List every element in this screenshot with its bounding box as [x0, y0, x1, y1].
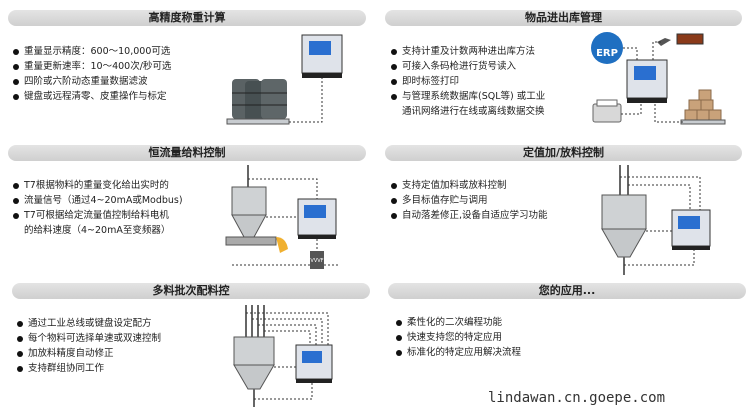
feeder-diagram: VVVF — [225, 165, 338, 269]
fixed-dosing-list: 支持定值加料或放料控制 多目标值存贮与调用 自动落差修正,设备自适应学习功能 — [390, 178, 548, 223]
constant-flow-list: T7根据物料的重量变化给出实时的 流量信号（通过4~20mA或Modbus) T… — [12, 178, 183, 238]
list-item: 通过工业总线或键盘设定配方 — [16, 316, 161, 331]
list-item: 即时标签打印 — [390, 74, 545, 89]
list-item: T7可根据给定流量值控制给料电机 — [12, 208, 183, 223]
batching-list: 通过工业总线或键盘设定配方 每个物料可选择单速或双速控制 加放料精度自动修正 支… — [16, 316, 161, 376]
list-item: 支持计重及计数两种进出库方法 — [390, 44, 545, 59]
batching-diagram — [233, 305, 333, 407]
svg-text:ERP: ERP — [596, 48, 618, 59]
list-item: 支持定值加料或放料控制 — [390, 178, 548, 193]
barcode-scanner-icon — [657, 38, 671, 46]
panel-title-batching: 多料批次配料控 — [12, 283, 370, 299]
precision-weighing-list: 重量显示精度：600～10,000可选 重量更新速率：10～400次/秒可选 四… — [12, 44, 171, 104]
screw-conveyor-icon — [225, 236, 277, 246]
hopper-icon — [231, 186, 267, 238]
panel-title-constant-flow: 恒流量给料控制 — [8, 145, 366, 161]
list-item: T7根据物料的重量变化给出实时的 — [12, 178, 183, 193]
list-item: 快速支持您的特定应用 — [395, 330, 521, 345]
material-icon — [276, 237, 288, 253]
scale-platform-icon — [226, 118, 290, 125]
list-item: 重量显示精度：600～10,000可选 — [12, 44, 171, 59]
panel-title-inventory: 物品进出库管理 — [385, 10, 742, 26]
dosing-diagram — [601, 165, 711, 275]
barcode-label-icon — [676, 33, 704, 45]
list-item: 键盘或远程清零、皮重操作与标定 — [12, 89, 171, 104]
list-item-continuation: 通讯网络进行在线或离线数据交换 — [402, 106, 545, 117]
list-item: 加放料精度自动修正 — [16, 346, 161, 361]
panel-title-fixed-dosing: 定值加/放料控制 — [385, 145, 742, 161]
inventory-list: 支持计重及计数两种进出库方法 可接入条码枪进行货号读入 即时标签打印 与管理系统… — [390, 44, 545, 119]
barrels-icon — [232, 79, 287, 121]
your-application-list: 柔性化的二次编程功能 快速支持您的特定应用 标准化的特定应用解决流程 — [395, 315, 521, 360]
terminal-icon — [295, 344, 333, 383]
list-item: 柔性化的二次编程功能 — [395, 315, 521, 330]
list-item: 四阶或六阶动态重量数据滤波 — [12, 74, 171, 89]
hopper-icon — [233, 336, 275, 390]
terminal-icon — [297, 198, 337, 239]
list-item: 可接入条码枪进行货号读入 — [390, 59, 545, 74]
erp-icon — [591, 32, 623, 64]
vvvf-icon — [310, 251, 324, 269]
list-item: 与管理系统数据库(SQL等) 或工业 — [390, 89, 545, 104]
list-item: 流量信号（通过4~20mA或Modbus) — [12, 193, 183, 208]
hopper-icon — [601, 194, 647, 258]
list-item: 自动落差修正,设备自适应学习功能 — [390, 208, 548, 223]
inventory-diagram: ERP — [591, 32, 726, 125]
list-item-continuation: 的给料速度（4~20mA至变频器） — [24, 225, 171, 236]
list-item: 标准化的特定应用解决流程 — [395, 345, 521, 360]
terminal-icon — [671, 209, 711, 250]
boxes-icon — [684, 89, 722, 121]
watermark: lindawan.cn.goepe.com — [488, 390, 666, 406]
panel-title-precision-weighing: 高精度称重计算 — [8, 10, 366, 26]
terminal-icon — [626, 59, 668, 103]
terminal-icon — [301, 34, 343, 78]
barrel-scale-diagram — [226, 34, 343, 125]
svg-text:VVVF: VVVF — [310, 258, 323, 264]
list-item: 重量更新速率：10～400次/秒可选 — [12, 59, 171, 74]
list-item: 多目标值存贮与调用 — [390, 193, 548, 208]
list-item: 每个物料可选择单速或双速控制 — [16, 331, 161, 346]
printer-icon — [592, 99, 622, 123]
list-item: 支持群组协同工作 — [16, 361, 161, 376]
panel-title-your-application: 您的应用... — [388, 283, 746, 299]
